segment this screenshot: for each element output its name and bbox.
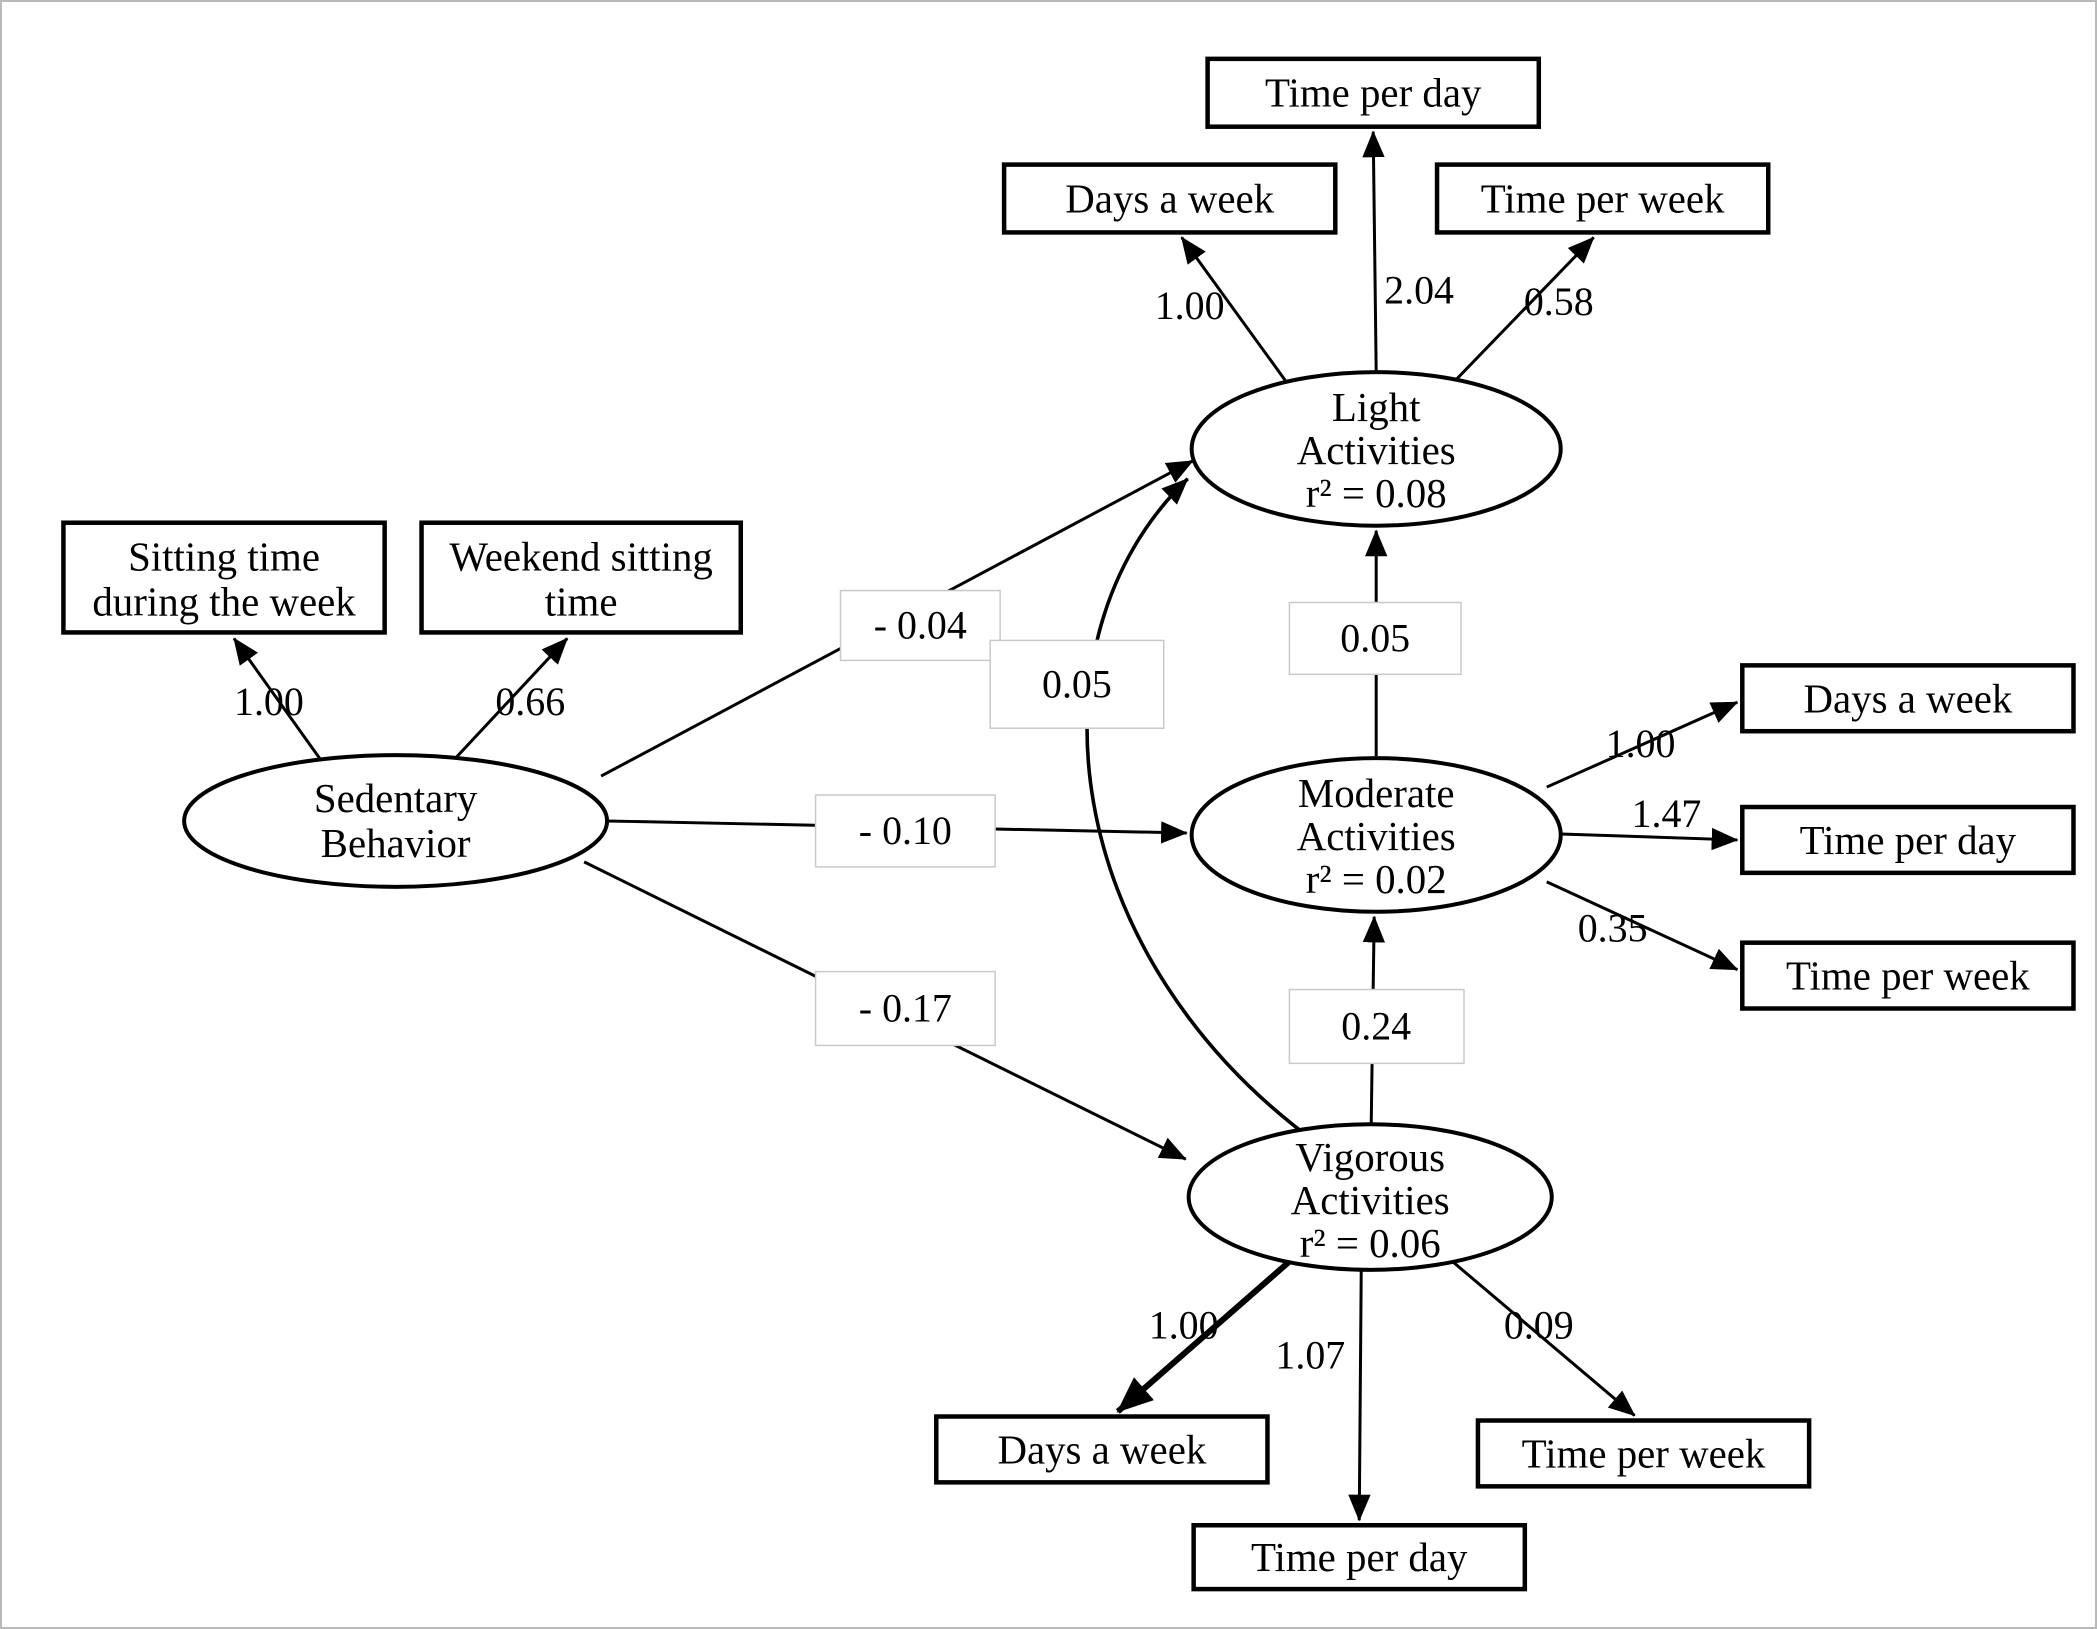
coef-moderate-light: 0.05 (1288, 601, 1462, 676)
loading-light-days: 1.00 (1155, 283, 1225, 328)
coef-sedentary-vigorous: - 0.17 (814, 970, 996, 1047)
box-vigorous-time-week: Time per week (1475, 1418, 1812, 1489)
arrow-light-to-days-week (1180, 236, 1296, 394)
sitting-week-line1: Sitting time (128, 535, 320, 580)
moderate-label-line1: Moderate (1298, 771, 1455, 816)
loading-vig-time-week: 0.09 (1504, 1303, 1574, 1348)
arrow-vigorous-to-time-week (1446, 1255, 1636, 1417)
light-time-day-label: Time per day (1265, 71, 1482, 116)
weekend-sitting-rect (419, 520, 744, 635)
sedentary-behavior-node: Sedentary Behavior (182, 753, 610, 889)
coef-sb-light-value: - 0.04 (874, 602, 967, 647)
moderate-label-line2: Activities (1297, 814, 1456, 859)
loading-mod-time-week: 0.35 (1578, 906, 1648, 951)
coef-vig-light-value: 0.05 (1042, 661, 1112, 706)
box-sitting-time-week: Sitting time during the week (61, 520, 387, 635)
coef-vig-mod-box (1288, 988, 1465, 1065)
coef-vigorous-moderate: 0.24 (1288, 988, 1465, 1065)
arrow-moderate-to-days-week (1546, 700, 1739, 789)
arrow-light-to-time-week (1444, 236, 1595, 392)
vigorous-time-day-rect (1191, 1523, 1528, 1592)
loading-sb-sitting: 1.00 (234, 679, 304, 724)
coef-sedentary-moderate: - 0.10 (814, 794, 996, 868)
arrow-light-to-time-day (1362, 130, 1385, 373)
light-time-day-rect (1205, 56, 1542, 129)
loading-light-time-week: 0.58 (1524, 279, 1594, 324)
coef-sb-vigorous-box (814, 970, 996, 1047)
moderate-time-day-rect (1740, 804, 2076, 876)
vigorous-label-line2: Activities (1291, 1178, 1450, 1223)
light-label-line1: Light (1332, 385, 1421, 430)
coef-mod-light-box (1288, 601, 1462, 676)
coef-mod-light-value: 0.05 (1340, 615, 1410, 660)
box-light-time-day: Time per day (1205, 56, 1542, 129)
light-ellipse (1189, 370, 1563, 528)
moderate-days-label: Days a week (1803, 676, 2012, 721)
vigorous-time-week-label: Time per week (1522, 1431, 1766, 1476)
box-moderate-days-week: Days a week (1740, 663, 2076, 734)
box-moderate-time-day: Time per day (1740, 804, 2076, 876)
vigorous-time-week-rect (1475, 1418, 1812, 1489)
loading-light-time-day: 2.04 (1384, 267, 1454, 312)
light-time-week-label: Time per week (1481, 176, 1725, 221)
box-light-time-week: Time per week (1434, 162, 1771, 235)
light-activities-node: Light Activities r² = 0.08 (1189, 370, 1563, 528)
sedentary-ellipse (182, 753, 610, 889)
sedentary-label-line1: Sedentary (314, 776, 478, 821)
box-weekend-sitting: Weekend sitting time (419, 520, 744, 635)
sedentary-label-line2: Behavior (321, 821, 471, 866)
light-r2: r² = 0.08 (1306, 471, 1447, 516)
sitting-week-rect (61, 520, 387, 635)
box-vigorous-days-week: Days a week (934, 1414, 1270, 1485)
moderate-time-week-label: Time per week (1786, 954, 2030, 999)
coef-sb-light-box (839, 589, 1001, 662)
moderate-activities-node: Moderate Activities r² = 0.02 (1189, 756, 1563, 914)
light-label-line2: Activities (1297, 428, 1456, 473)
vigorous-days-rect (934, 1414, 1270, 1485)
arrow-moderate-to-time-week (1546, 880, 1739, 971)
moderate-time-day-label: Time per day (1800, 818, 2017, 863)
sitting-week-line2: during the week (92, 579, 356, 624)
coef-sedentary-light: - 0.04 (839, 589, 1001, 662)
vigorous-r2: r² = 0.06 (1300, 1221, 1441, 1266)
measurement-paths (1115, 130, 1739, 1522)
loading-vig-days: 1.00 (1149, 1303, 1219, 1348)
moderate-r2: r² = 0.02 (1306, 857, 1447, 902)
box-moderate-time-week: Time per week (1740, 940, 2076, 1011)
light-days-rect (1001, 162, 1338, 235)
arrow-moderate-to-time-day (1560, 827, 1739, 851)
moderate-days-rect (1740, 663, 2076, 734)
coef-vig-light-box (989, 639, 1165, 729)
moderate-time-week-rect (1740, 940, 2076, 1011)
vigorous-activities-node: Vigorous Activities r² = 0.06 (1186, 1122, 1554, 1272)
vigorous-ellipse (1186, 1122, 1554, 1272)
loading-mod-days: 1.00 (1606, 721, 1676, 766)
arrow-sedentary-to-weekend-sitting (455, 637, 569, 759)
coef-sb-moderate-value: - 0.10 (859, 808, 952, 853)
coef-vig-mod-value: 0.24 (1341, 1003, 1411, 1048)
vigorous-days-label: Days a week (997, 1427, 1206, 1472)
coef-sb-moderate-box (814, 794, 996, 868)
coef-sb-vigorous-value: - 0.17 (859, 985, 952, 1030)
loading-mod-time-day: 1.47 (1632, 791, 1702, 836)
light-days-label: Days a week (1065, 176, 1274, 221)
weekend-sitting-line2: time (545, 579, 618, 624)
coef-vigorous-light: 0.05 (989, 639, 1165, 729)
light-time-week-rect (1434, 162, 1771, 235)
loading-labels: 1.00 0.66 1.00 2.04 0.58 1.00 1.47 0.35 … (234, 267, 1701, 1377)
vigorous-label-line1: Vigorous (1295, 1135, 1445, 1180)
arrow-vigorous-to-time-day (1348, 1270, 1371, 1522)
box-vigorous-time-day: Time per day (1191, 1523, 1528, 1592)
box-light-days-week: Days a week (1001, 162, 1338, 235)
weekend-sitting-line1: Weekend sitting (449, 535, 712, 580)
loading-sb-weekend: 0.66 (495, 679, 565, 724)
arrow-vigorous-to-days-week (1115, 1256, 1295, 1414)
moderate-ellipse (1189, 756, 1563, 914)
arrow-sedentary-to-sitting-week (232, 637, 326, 765)
vigorous-time-day-label: Time per day (1251, 1535, 1468, 1580)
loading-vig-time-day: 1.07 (1275, 1333, 1345, 1378)
arrow-vigorous-to-light-curve (1085, 477, 1323, 1148)
